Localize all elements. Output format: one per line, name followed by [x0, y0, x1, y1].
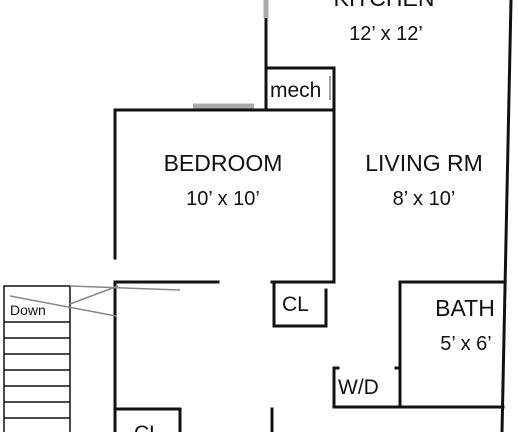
bath-name: BATH — [435, 295, 495, 321]
room-living: LIVING RM 8’ x 10’ — [365, 150, 483, 210]
mech-label: mech — [270, 79, 321, 102]
living-dims: 8’ x 10’ — [393, 188, 456, 210]
stairs-label: Down — [10, 302, 46, 318]
kitchen-dims: 12’ x 12’ — [349, 23, 423, 45]
closet-label: CL — [282, 293, 309, 316]
washer-dryer-label: W/D — [338, 376, 379, 399]
bedroom-name: BEDROOM — [164, 150, 283, 176]
bedroom-closet: CL — [272, 280, 328, 328]
washer-dryer: W/D — [332, 366, 402, 409]
stairs: Down — [3, 285, 181, 432]
living-name: LIVING RM — [365, 150, 483, 176]
lower-closet-label: CL — [134, 422, 161, 432]
room-bath: BATH 5’ x 6’ — [435, 295, 495, 355]
room-kitchen: KITCHEN 12’ x 12’ — [334, 0, 435, 45]
lower-closet: CL — [134, 422, 161, 432]
bath-dims: 5’ x 6’ — [440, 333, 492, 355]
kitchen-name: KITCHEN — [334, 0, 435, 11]
room-bedroom: BEDROOM 10’ x 10’ — [164, 150, 283, 210]
walls — [113, 0, 513, 432]
mech-closet: mech — [264, 66, 336, 112]
bedroom-dims: 10’ x 10’ — [186, 188, 260, 210]
